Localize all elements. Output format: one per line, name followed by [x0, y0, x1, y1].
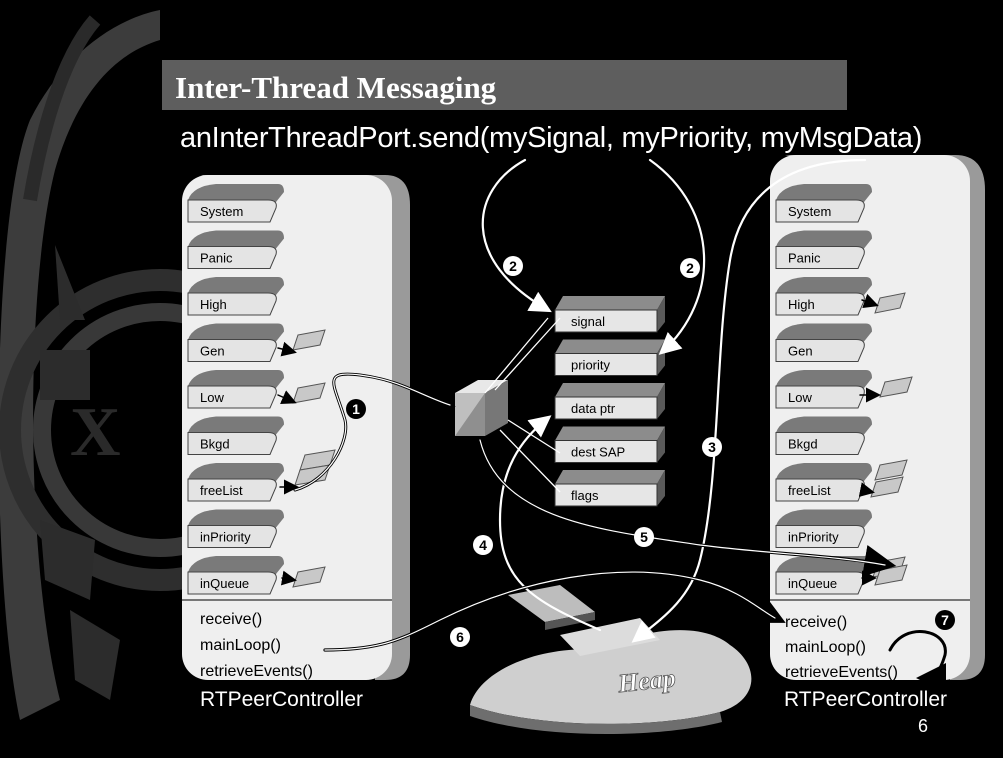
queue-tab-right-3: Gen: [775, 323, 872, 362]
message-field-0: signal: [554, 296, 665, 333]
queue-label-left-1: Panic: [200, 251, 233, 266]
queue-label-left-6: freeList: [200, 483, 243, 498]
queue-tab-left-6: freeList: [187, 463, 284, 502]
queue-tab-right-4: Low: [775, 370, 872, 409]
right-method-receive: receive(): [785, 614, 847, 631]
queue-label-left-2: High: [200, 297, 227, 312]
svg-text:2: 2: [509, 258, 517, 274]
svg-text:2: 2: [686, 260, 694, 276]
queue-label-right-2: High: [788, 297, 815, 312]
queue-tab-right-1: Panic: [775, 230, 872, 269]
queue-label-left-4: Low: [200, 390, 224, 405]
step-marker-3: 3: [702, 437, 722, 457]
step-marker-7: 7: [935, 610, 955, 630]
message-field-label: flags: [571, 488, 599, 503]
message-field-label: priority: [571, 358, 611, 373]
svg-text:X: X: [70, 394, 121, 471]
queue-tab-left-5: Bkgd: [187, 416, 284, 455]
right-controller-name: RTPeerController: [784, 688, 948, 711]
queue-tab-right-0: System: [775, 184, 872, 223]
queue-tab-right-5: Bkgd: [775, 416, 872, 455]
arrow-step-3: [631, 158, 867, 643]
arrow-step-7: [888, 630, 947, 693]
queue-tab-right-2: High: [775, 277, 872, 316]
queue-tab-left-1: Panic: [187, 230, 284, 269]
slide-title: Inter-Thread Messaging: [175, 70, 497, 105]
message-field-label: dest SAP: [571, 445, 625, 460]
arrow-step-2b: [648, 158, 706, 355]
step-marker-2b: 2: [680, 258, 700, 278]
message-field-4: flags: [554, 470, 665, 507]
step-marker-4: 4: [473, 535, 493, 555]
left-method-mainloop: mainLoop(): [200, 637, 281, 654]
queue-label-right-5: Bkgd: [788, 437, 818, 452]
queue-tab-left-8: inQueue: [187, 556, 284, 595]
message-field-2: data ptr: [554, 383, 665, 420]
queue-tab-left-2: High: [187, 277, 284, 316]
queue-tab-right-6: freeList: [775, 463, 872, 502]
left-methods: receive() mainLoop() retrieveEvents(): [200, 611, 313, 680]
right-method-mainloop: mainLoop(): [785, 639, 866, 656]
left-method-receive: receive(): [200, 611, 262, 628]
queue-tab-left-4: Low: [187, 370, 284, 409]
queue-label-left-3: Gen: [200, 344, 225, 359]
queue-label-right-6: freeList: [788, 483, 831, 498]
queue-label-right-7: inPriority: [788, 530, 839, 545]
arrow-step-2a: [481, 158, 552, 313]
step-markers: 1 2 2 3 4 5 6 7: [346, 256, 955, 647]
message-field-1: priority: [554, 339, 665, 376]
send-call-text: anInterThreadPort.send(mySignal, myPrior…: [180, 122, 923, 154]
message-field-label: signal: [571, 314, 605, 329]
message-field-boxes: signal priority data ptr dest SAP flags: [554, 296, 665, 507]
slide-number: 6: [918, 716, 929, 736]
left-controller-name: RTPeerController: [200, 688, 364, 711]
queue-tab-left-0: System: [187, 184, 284, 223]
queue-label-right-0: System: [788, 204, 831, 219]
queue-tab-left-3: Gen: [187, 323, 284, 362]
heap-blob: Heap: [470, 585, 752, 735]
queue-label-right-1: Panic: [788, 251, 821, 266]
queue-label-left-0: System: [200, 204, 243, 219]
queue-label-right-8: inQueue: [788, 576, 837, 591]
title-bar: [162, 60, 847, 110]
queue-label-left-7: inPriority: [200, 530, 251, 545]
queue-label-right-4: Low: [788, 390, 812, 405]
right-method-retrieve: retrieveEvents(): [785, 664, 898, 681]
arrow-step-4: [498, 415, 602, 632]
step-marker-5: 5: [634, 527, 654, 547]
queue-tab-right-7: inPriority: [775, 509, 872, 548]
queue-label-left-5: Bkgd: [200, 437, 230, 452]
svg-text:6: 6: [456, 629, 464, 645]
step-marker-6: 6: [450, 627, 470, 647]
svg-text:3: 3: [708, 439, 716, 455]
svg-text:4: 4: [479, 537, 487, 553]
svg-text:5: 5: [640, 529, 648, 545]
flow-arrows: [277, 158, 947, 693]
heap-label: Heap: [616, 663, 677, 698]
step-marker-2a: 2: [503, 256, 523, 276]
svg-text:7: 7: [941, 612, 949, 628]
left-method-retrieve: retrieveEvents(): [200, 663, 313, 680]
svg-text:1: 1: [352, 401, 360, 417]
queue-tab-left-7: inPriority: [187, 509, 284, 548]
message-field-3: dest SAP: [554, 426, 665, 463]
message-field-label: data ptr: [571, 401, 616, 416]
message-cube: [455, 380, 508, 436]
right-methods: receive() mainLoop() retrieveEvents(): [785, 614, 898, 681]
step-marker-1: 1: [346, 399, 366, 419]
queue-label-right-3: Gen: [788, 344, 813, 359]
queue-label-left-8: inQueue: [200, 576, 249, 591]
